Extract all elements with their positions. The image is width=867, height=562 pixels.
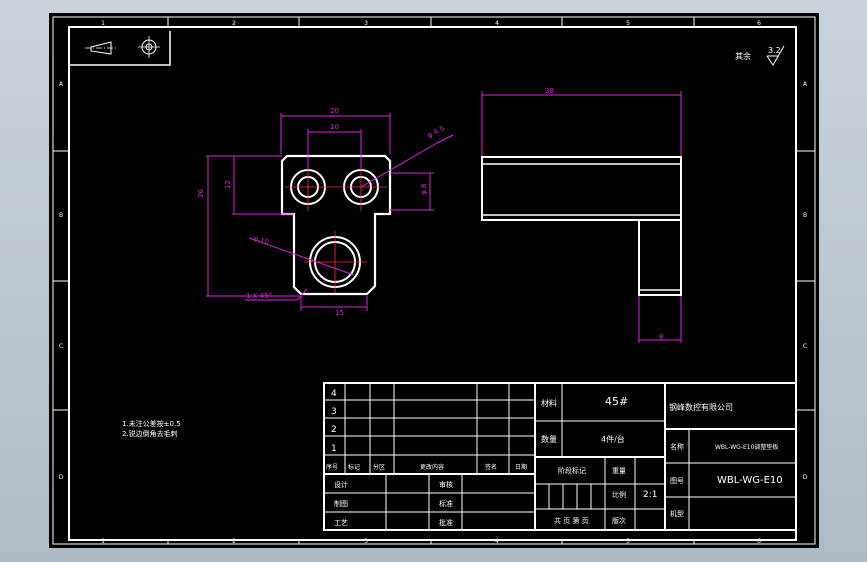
version-label: 版次 [612, 516, 626, 525]
cad-drawing-viewport[interactable]: 1 2 3 4 5 6 1 2 3 4 5 6 A B C D A B C D … [49, 13, 819, 548]
zone-top-4: 4 [495, 20, 499, 27]
sheets-label: 共 页 第 页 [554, 516, 589, 525]
front-dimension-lines [206, 113, 454, 311]
rev-number-4: 4 [331, 389, 337, 399]
title-block [323, 382, 797, 531]
zone-left-c: C [59, 343, 63, 350]
zone-top-3: 3 [364, 20, 368, 27]
dim-bottom-width: 15 [335, 309, 344, 317]
zone-ticks [53, 17, 815, 544]
dim-height-upper: 12 [224, 180, 232, 189]
surface-roughness-symbol: 其余 3.2 [735, 45, 785, 66]
zone-top-6: 6 [757, 20, 761, 27]
rev-header-sign: 签名 [485, 463, 497, 471]
front-view: 20 10 φ 4.5 26 12 φ 8 φ 10 1 X 45° 15 [197, 107, 454, 317]
scale-value: 2:1 [643, 490, 657, 500]
rev-number-1: 1 [331, 444, 337, 454]
side-dimension-lines [481, 91, 682, 343]
zone-right-c: C [803, 343, 807, 350]
quantity-value: 4件/台 [601, 434, 625, 444]
zone-right-d: D [803, 474, 808, 481]
rev-number-3: 3 [331, 407, 337, 417]
dim-length: 38 [545, 87, 554, 95]
signature-labels: 设计 审核 制图 标准 工艺 批准 [334, 480, 453, 527]
note-2: 2.锐边倒角去毛刺 [122, 429, 178, 438]
note-1: 1.未注公差按±0.5 [122, 419, 181, 428]
rev-header-mark: 标记 [348, 463, 360, 471]
part-name: WBL-WG-E10调整垫板 [715, 443, 778, 451]
scale-label: 比例 [612, 490, 626, 499]
dim-small: φ 8 [420, 184, 428, 195]
dim-hole-spacing: 10 [330, 123, 339, 131]
zone-top-5: 5 [626, 20, 630, 27]
title-block-text: 4 3 2 1 [331, 389, 337, 454]
title-block-fields: 材料 45# 数量 4件/台 阶段标记 重量 比例 2:1 共 页 第 页 版次… [541, 395, 783, 525]
zone-labels: 1 2 3 4 5 6 1 2 3 4 5 6 A B C D A B C D [59, 20, 808, 545]
drawing-number: WBL-WG-E10 [717, 475, 783, 486]
rev-number-2: 2 [331, 425, 337, 435]
drawing-canvas: 1 2 3 4 5 6 1 2 3 4 5 6 A B C D A B C D … [52, 16, 816, 545]
drawing-no-label: 图号 [670, 477, 684, 485]
dim-thickness: 8 [659, 333, 663, 341]
sig-approve-label: 批准 [439, 518, 453, 527]
zone-bottom-4: 4 [495, 538, 499, 545]
weight-label: 重量 [612, 467, 626, 475]
dim-big-hole: φ 10 [252, 234, 269, 246]
company-name: 钢峰数控有限公司 [669, 402, 733, 412]
rev-header-date: 日期 [515, 463, 527, 471]
dim-hole-dia: φ 4.5 [426, 124, 446, 140]
quantity-label: 数量 [541, 434, 557, 444]
dim-width-top: 20 [330, 107, 339, 115]
technical-notes: 1.未注公差按±0.5 2.锐边倒角去毛刺 [122, 419, 181, 438]
zone-bottom-6: 6 [757, 538, 761, 545]
zone-left-d: D [59, 474, 64, 481]
rev-headers: 序号 标记 分区 更改内容 签名 日期 [326, 463, 527, 471]
projection-symbol [69, 31, 171, 66]
zone-left-a: A [59, 81, 64, 88]
sig-process-label: 工艺 [334, 519, 348, 527]
zone-bottom-2: 2 [232, 538, 236, 545]
sig-design-label: 设计 [334, 480, 348, 489]
side-view: 38 8 [481, 87, 682, 343]
zone-bottom-1: 1 [101, 538, 105, 545]
dim-height-total: 26 [197, 189, 205, 198]
material-label: 材料 [541, 398, 557, 408]
inner-frame [68, 26, 797, 541]
rev-header-zone: 分区 [373, 463, 385, 471]
roughness-value: 3.2 [768, 46, 781, 55]
sig-standard-label: 标准 [439, 499, 453, 508]
name-label: 名称 [670, 442, 684, 451]
zone-right-a: A [803, 81, 808, 88]
stage-label: 阶段标记 [558, 466, 586, 475]
sig-review-label: 审核 [439, 480, 453, 489]
center-lines [285, 163, 387, 293]
zone-left-b: B [59, 212, 63, 219]
zone-right-b: B [803, 212, 807, 219]
machine-label: 机型 [670, 509, 684, 518]
zone-top-1: 1 [101, 20, 105, 27]
zone-bottom-3: 3 [364, 538, 368, 545]
rev-header-content: 更改内容 [420, 463, 444, 471]
rev-header-seq: 序号 [326, 463, 338, 471]
dim-chamfer: 1 X 45° [246, 292, 272, 300]
zone-top-2: 2 [232, 20, 236, 27]
sig-drawing-label: 制图 [334, 499, 348, 508]
roughness-label: 其余 [735, 51, 751, 61]
material-value: 45# [605, 395, 628, 408]
zone-bottom-5: 5 [626, 538, 630, 545]
